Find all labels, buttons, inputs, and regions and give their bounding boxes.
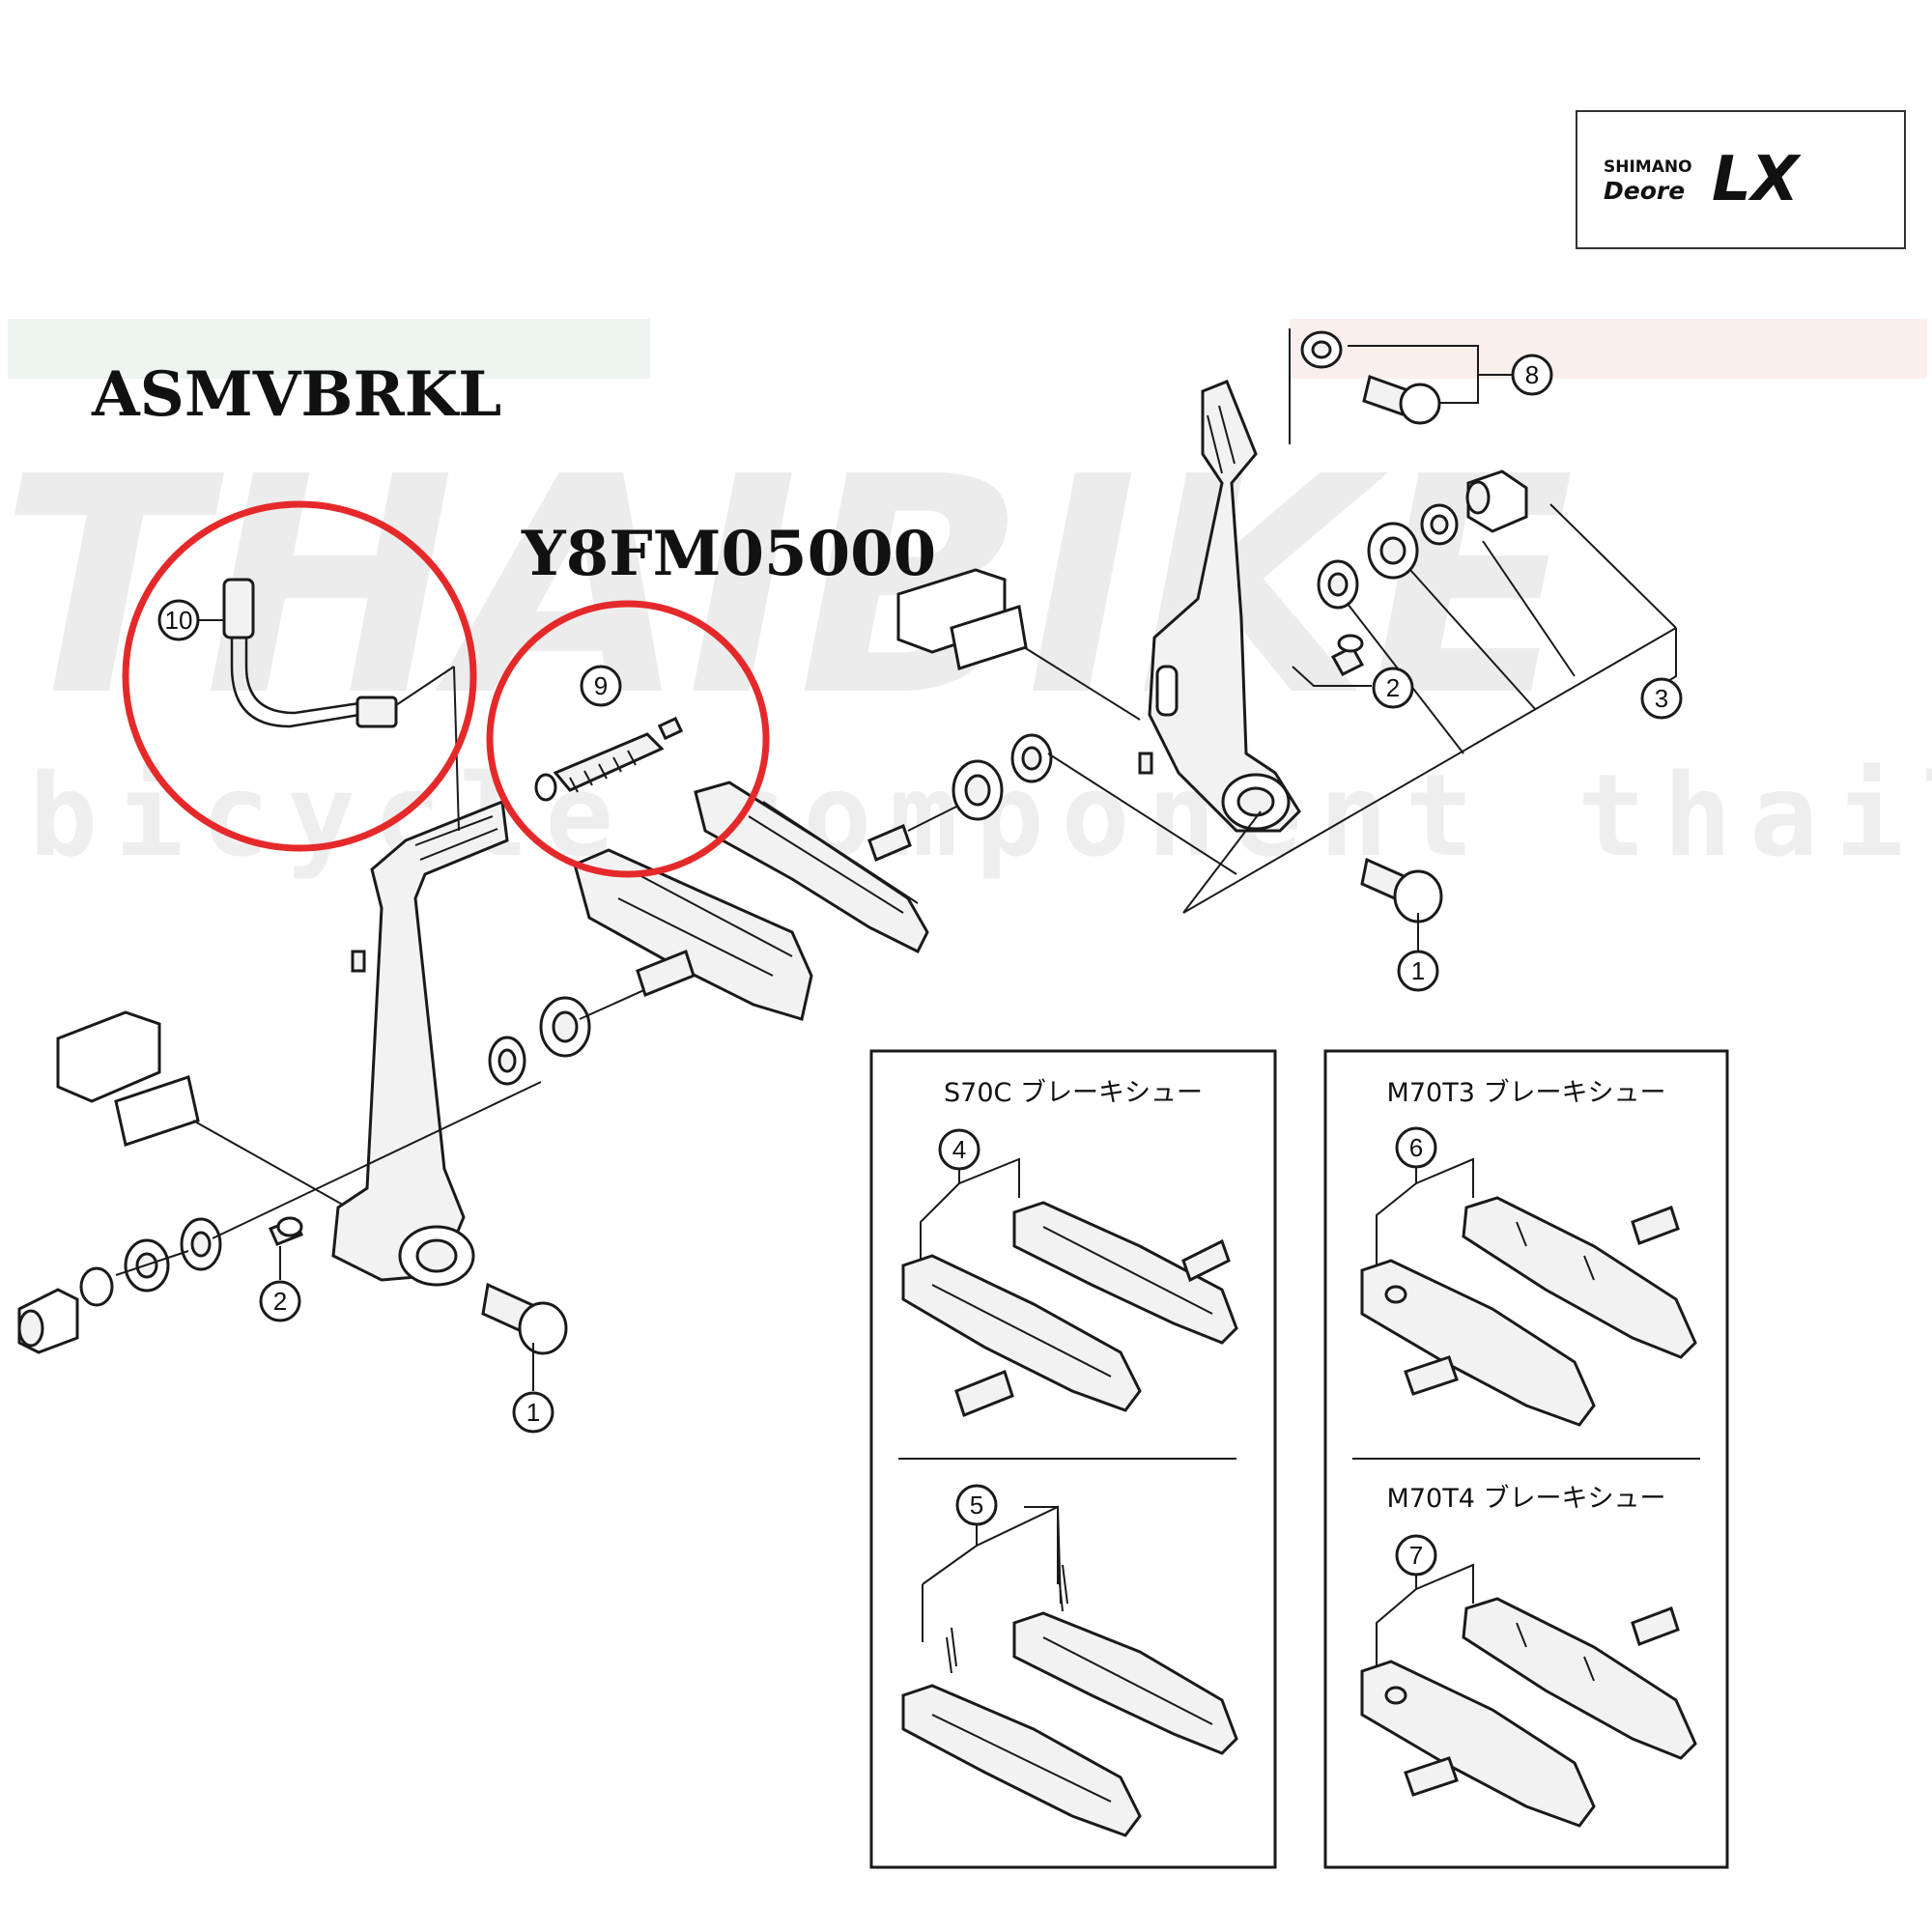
svg-text:1: 1 xyxy=(526,1398,540,1427)
spring-part xyxy=(534,716,684,802)
s70c-title: S70C ブレーキシュー xyxy=(944,1078,1203,1108)
part-code-y8fm05000: Y8FM05000 xyxy=(521,518,936,590)
callout-1-left: 1 xyxy=(512,1343,554,1434)
svg-text:2: 2 xyxy=(1386,673,1400,702)
watermark-stripe-left xyxy=(8,319,650,379)
callout-9: 9 xyxy=(580,665,622,707)
part-code-asmvbrkl: ASMVBRKL xyxy=(91,358,501,431)
callout-2-right: 2 xyxy=(1292,666,1414,709)
left-brake-arm xyxy=(17,799,677,1355)
svg-text:2: 2 xyxy=(273,1287,287,1316)
logo-lx: LX xyxy=(1712,144,1802,215)
callout-4: 4 xyxy=(952,1135,966,1164)
callout-10: 10 xyxy=(157,599,224,641)
cable-noodle xyxy=(222,578,460,832)
shoe-box-s70c: S70C ブレーキシュー 4 5 xyxy=(869,1049,1277,1869)
callout-7: 7 xyxy=(1409,1541,1423,1570)
highlight-ring-y8fm05000 xyxy=(486,600,770,878)
callout-1-right: 1 xyxy=(1397,913,1439,992)
callout-5: 5 xyxy=(970,1491,983,1520)
callout-6: 6 xyxy=(1409,1133,1423,1162)
callout-2-left: 2 xyxy=(259,1246,301,1322)
callout-8: 8 xyxy=(1348,345,1553,404)
callout-3: 3 xyxy=(1640,628,1683,720)
watermark-stripe-right xyxy=(1290,319,1927,379)
upper-brake-shoe xyxy=(694,781,967,954)
svg-text:10: 10 xyxy=(165,606,193,635)
svg-text:9: 9 xyxy=(594,671,608,700)
logo-deore: Deore xyxy=(1604,177,1685,205)
logo-shimano: SHIMANO xyxy=(1604,157,1692,177)
svg-text:8: 8 xyxy=(1525,360,1539,389)
m70t3-title: M70T3 ブレーキシュー xyxy=(1387,1078,1666,1108)
svg-text:3: 3 xyxy=(1655,684,1668,713)
m70t4-title: M70T4 ブレーキシュー xyxy=(1387,1484,1666,1514)
highlight-ring-asmvbrkl xyxy=(122,500,477,852)
right-brake-arm xyxy=(896,328,1677,923)
brand-logo: SHIMANO Deore LX xyxy=(1576,110,1906,249)
shoe-box-m70t: M70T3 ブレーキシュー 6 M70T4 ブレーキシュー 7 xyxy=(1323,1049,1729,1869)
svg-text:1: 1 xyxy=(1411,956,1425,985)
